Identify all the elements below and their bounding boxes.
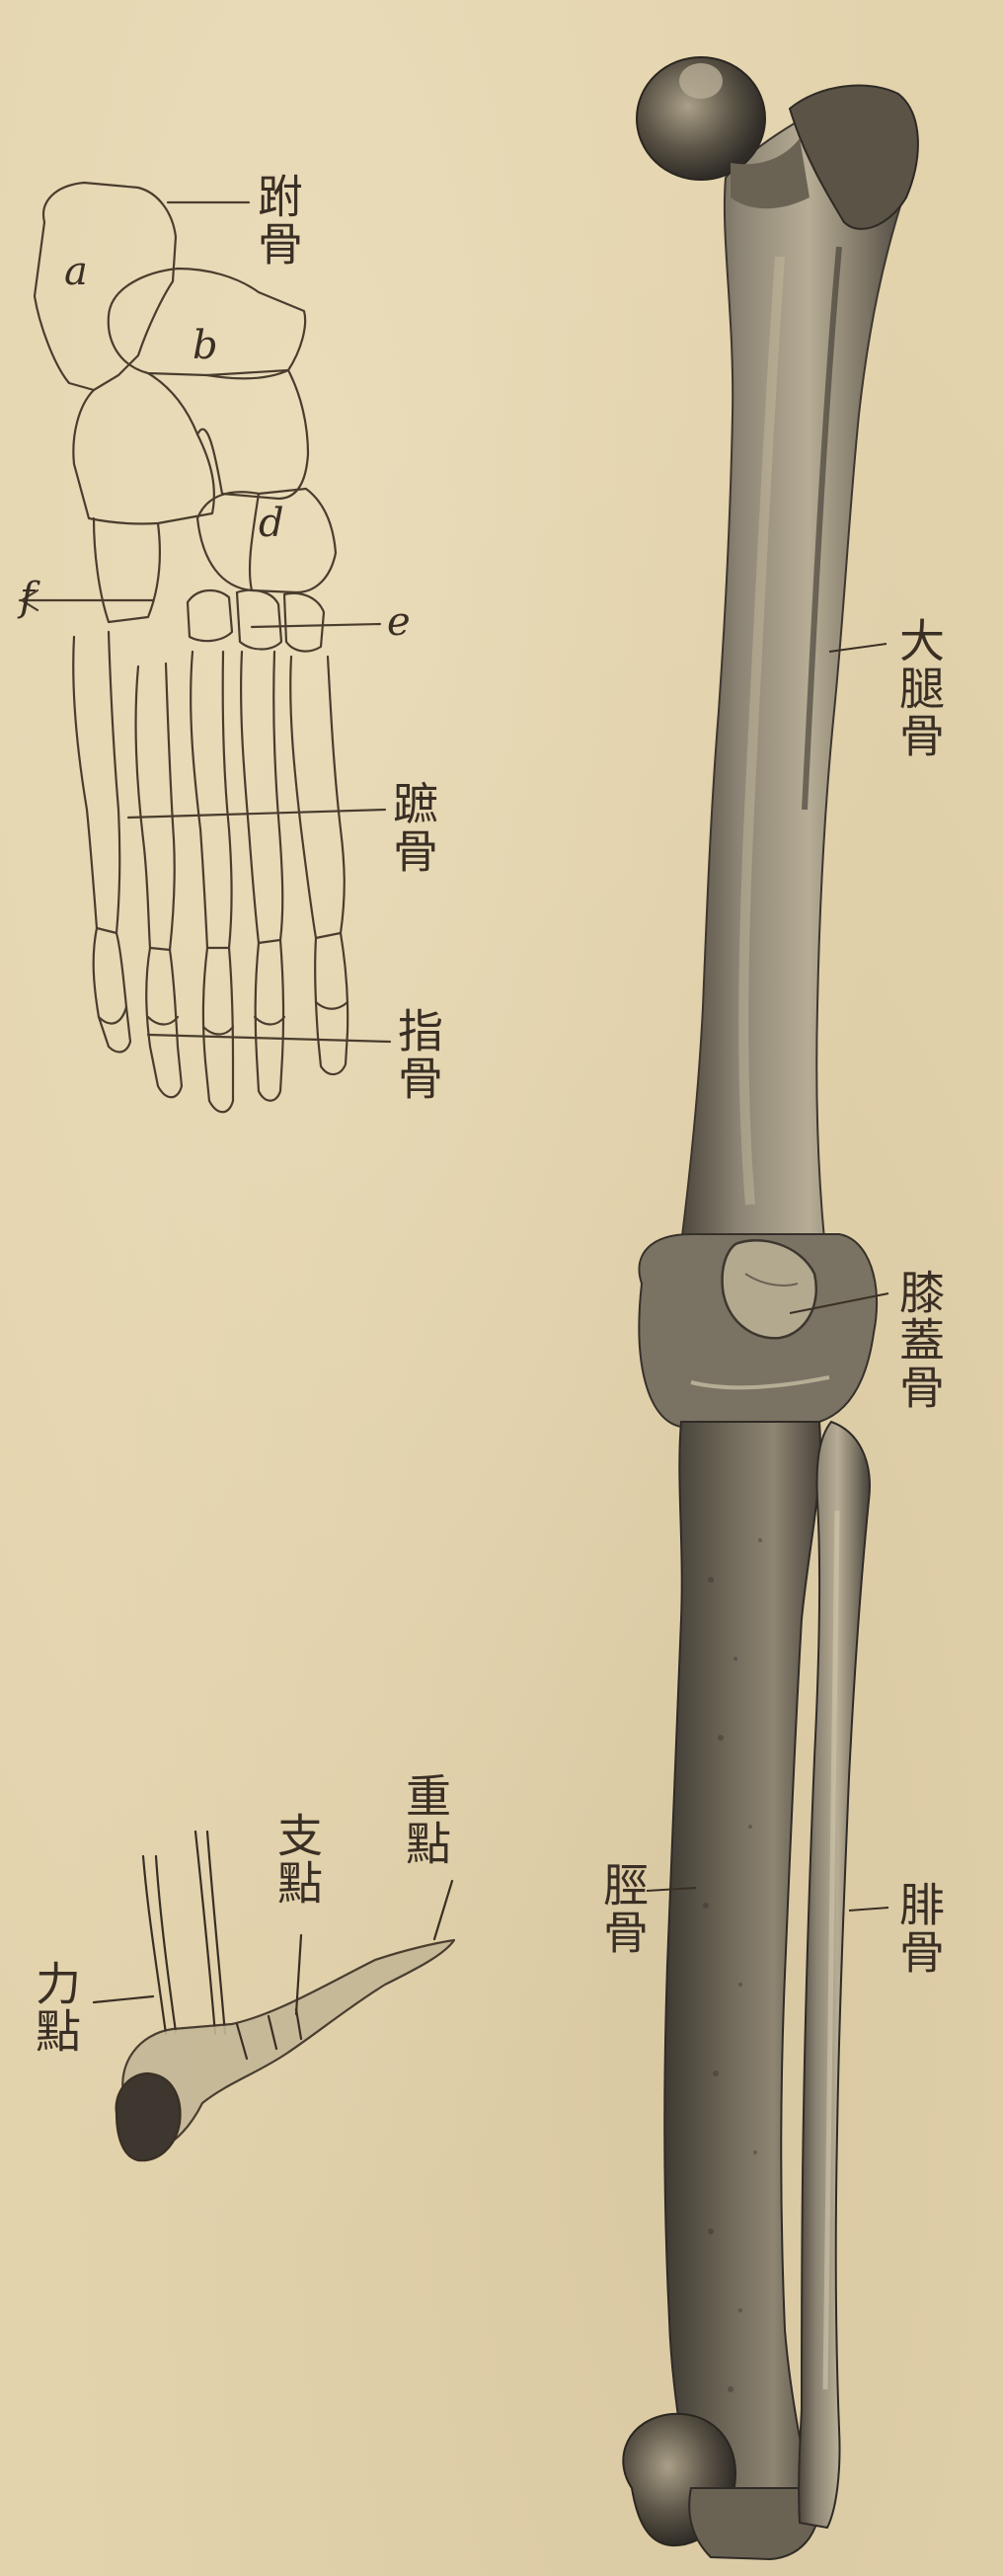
metatarsal-1 bbox=[73, 632, 119, 933]
leader-effort bbox=[94, 1996, 153, 2002]
leader-load bbox=[434, 1881, 452, 1939]
letter-f: f bbox=[20, 578, 35, 617]
tibia-bone bbox=[664, 1422, 820, 2498]
tarsal-small-2 bbox=[237, 590, 281, 650]
letter-b: b bbox=[193, 326, 218, 365]
cuboid-bone bbox=[197, 370, 308, 499]
patella-label: 膝蓋骨 bbox=[893, 1269, 945, 1411]
leader-e bbox=[252, 624, 380, 627]
phalanx-5 bbox=[315, 933, 347, 1074]
calcaneus-bone bbox=[35, 183, 176, 390]
tarsal-label: 跗骨 bbox=[252, 173, 303, 268]
phalanx-2 bbox=[146, 948, 182, 1097]
load-point-label: 重點 bbox=[400, 1772, 451, 1867]
navicular-bone bbox=[73, 373, 213, 524]
phalanges-label: 指骨 bbox=[392, 1007, 443, 1102]
letter-a: a bbox=[64, 252, 88, 291]
metatarsal-3 bbox=[191, 652, 231, 948]
lever-leg-bone-2 bbox=[195, 1832, 215, 2034]
tarsal-small-1 bbox=[188, 590, 232, 641]
letter-e: e bbox=[387, 602, 411, 642]
fulcrum-label: 支點 bbox=[271, 1812, 323, 1907]
leg-bones-drawing bbox=[623, 57, 918, 2559]
metatarsal-label: 蹠骨 bbox=[387, 780, 438, 875]
lever-leg-bone-1 bbox=[143, 1856, 166, 2034]
metatarsal-5 bbox=[290, 657, 345, 938]
leader-phalanges bbox=[148, 1035, 390, 1042]
phalanx-1 bbox=[94, 928, 130, 1052]
metatarsal-2 bbox=[136, 664, 175, 950]
lever-heel bbox=[116, 2073, 181, 2160]
effort-point-label: 力點 bbox=[30, 1960, 81, 2055]
femur-bone bbox=[681, 94, 912, 1244]
letter-d: d bbox=[259, 504, 284, 543]
femur-label: 大腿骨 bbox=[893, 617, 945, 759]
tibia-label: 脛骨 bbox=[597, 1861, 649, 1956]
fibula-label: 腓骨 bbox=[893, 1881, 945, 1976]
leader-metatarsal bbox=[128, 810, 385, 818]
tarsal-small-3 bbox=[284, 593, 324, 652]
leader-fibula bbox=[849, 1908, 888, 1911]
metatarsal-4 bbox=[241, 652, 282, 943]
